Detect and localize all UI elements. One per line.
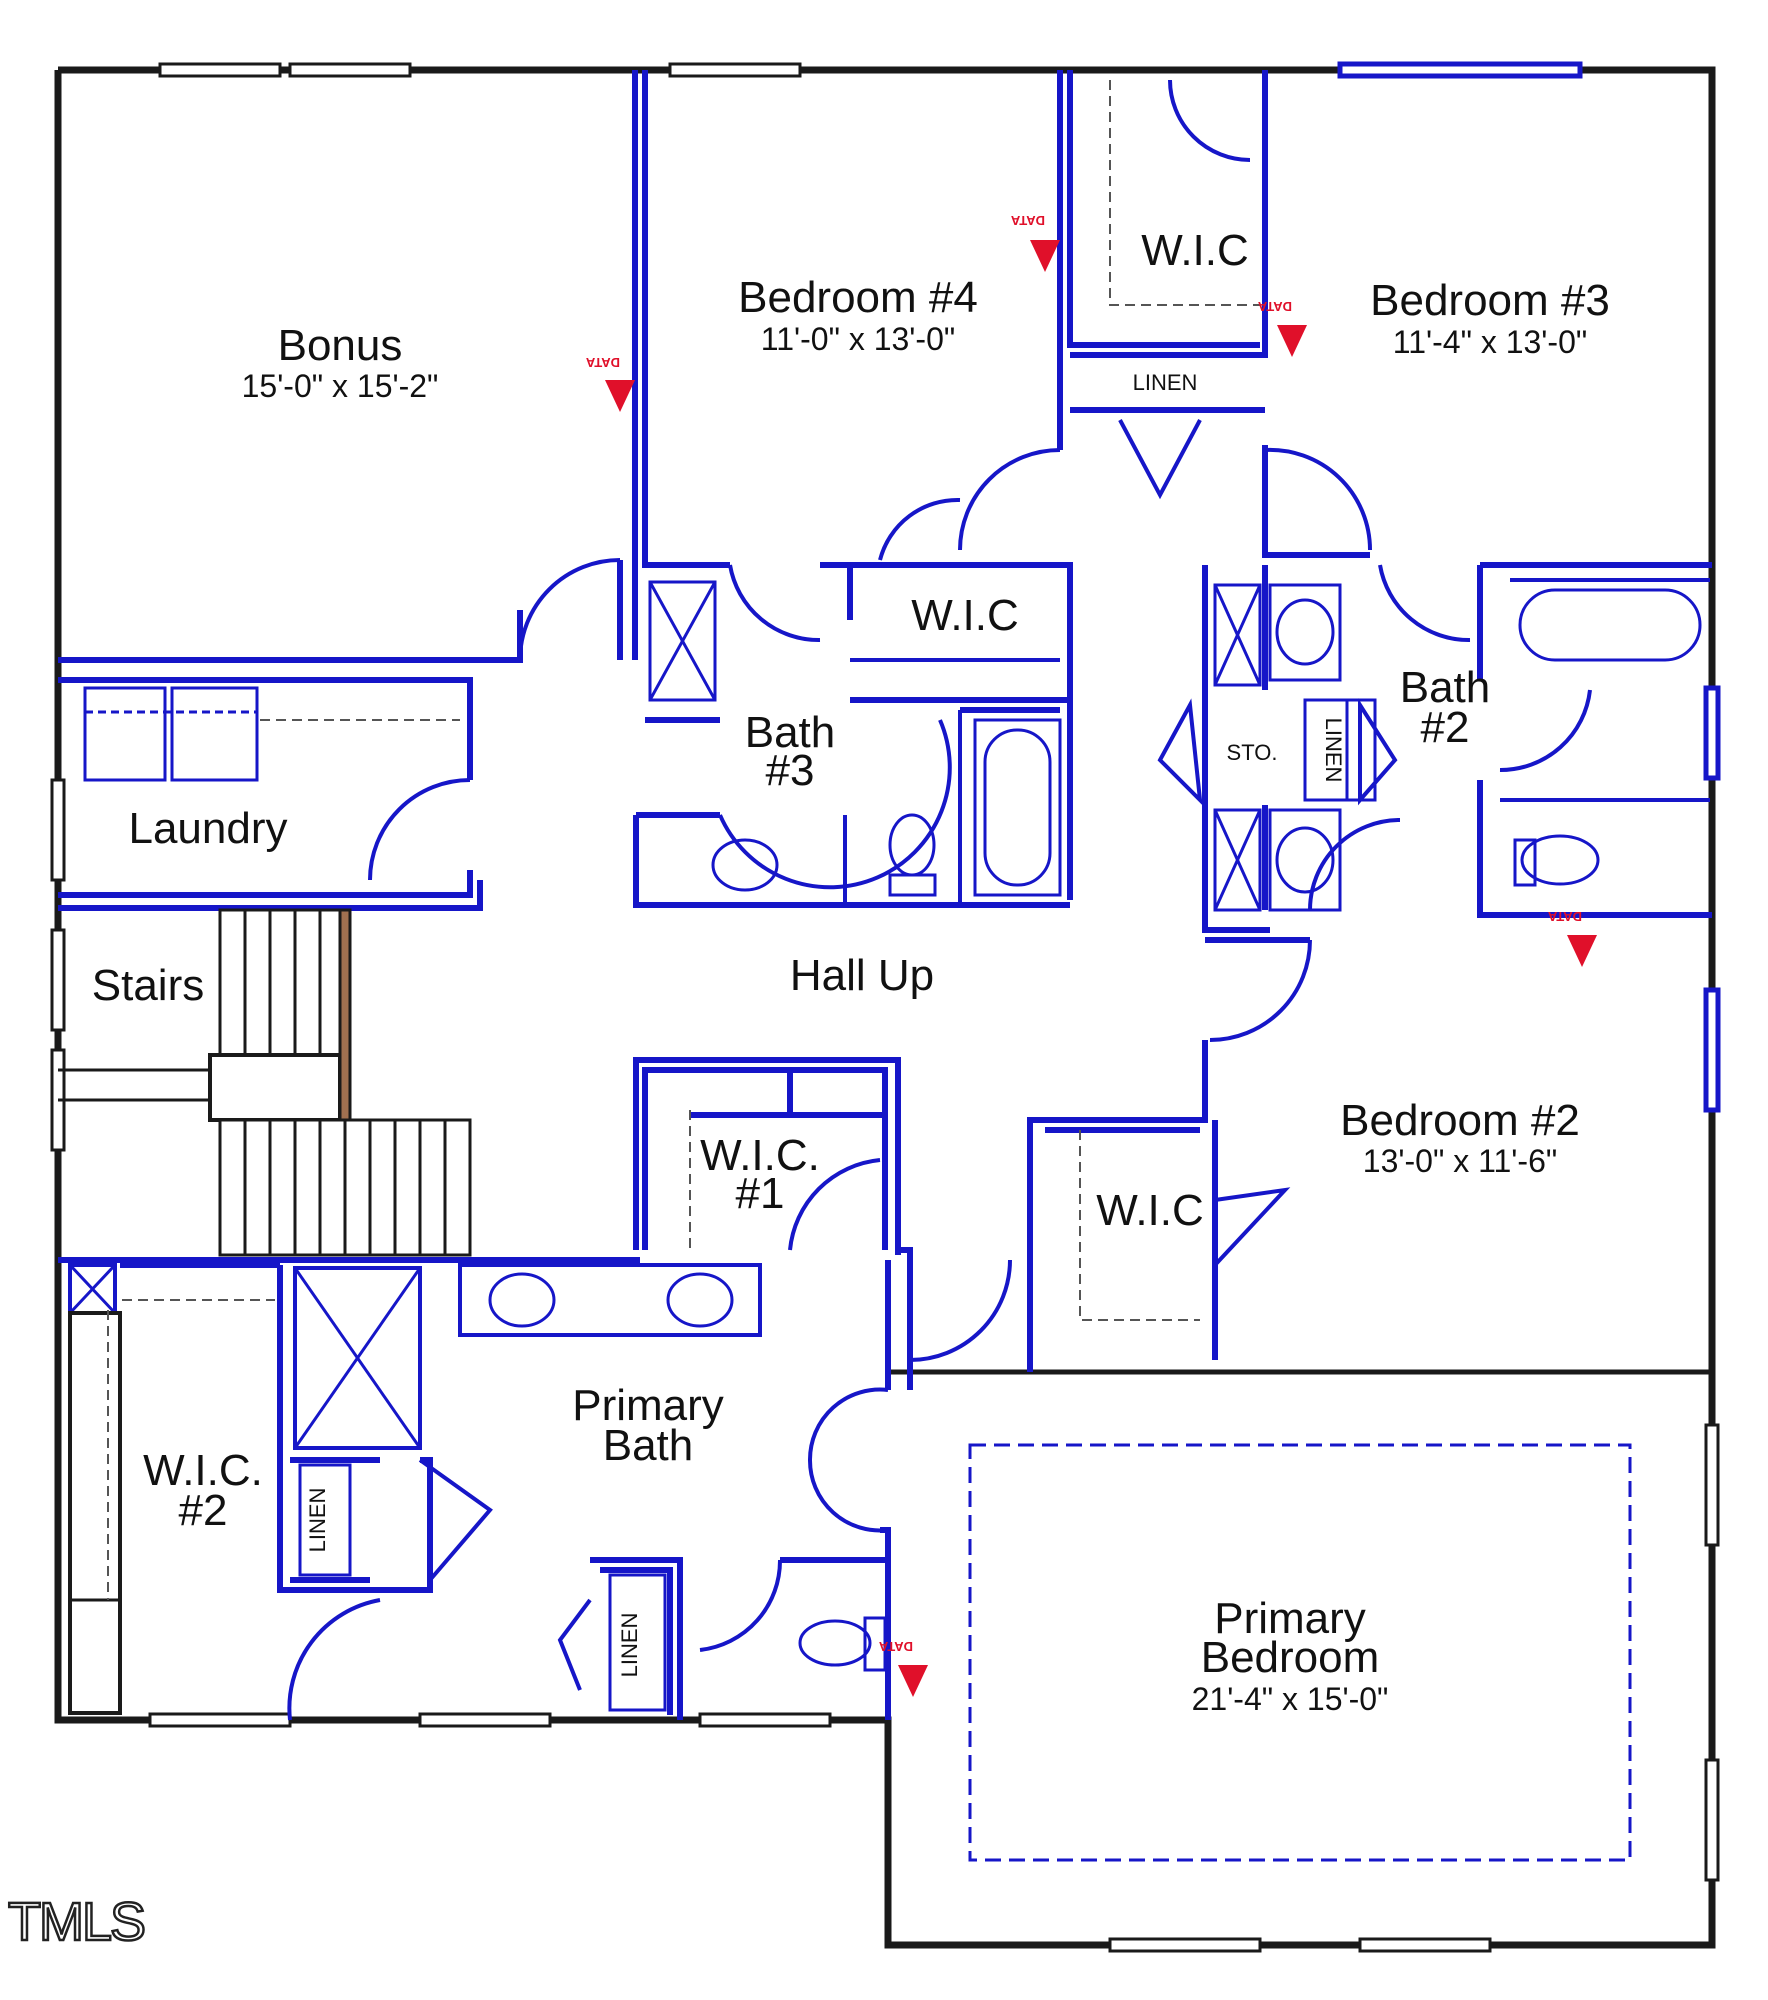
stairs	[58, 908, 472, 1257]
room-name-bath-2-line2: #2	[1421, 703, 1470, 752]
room-name-hall: Hall Up	[790, 951, 934, 1000]
room-name-bonus: Bonus	[278, 321, 403, 370]
data-markers: DATA DATA DATA DATA DATA	[585, 213, 1597, 1697]
room-name-wic-2-line1: W.I.C.	[143, 1446, 263, 1495]
closet-shelves	[107, 80, 1260, 1600]
data-marker-label: DATA	[878, 1639, 913, 1654]
data-marker	[898, 1665, 928, 1697]
room-dim-primary-bedroom: 21'-4" x 15'-0"	[1192, 1681, 1389, 1717]
room-name-primary-bedroom-line1: Primary	[1214, 1594, 1366, 1643]
room-dim-bedroom-3: 11'-4" x 13'-0"	[1393, 324, 1587, 360]
data-marker-label: DATA	[1010, 213, 1045, 228]
room-labels: Bonus 15'-0" x 15'-2" Bedroom #4 11'-0" …	[92, 226, 1610, 1717]
fixtures	[83, 580, 1702, 1712]
data-marker	[1277, 325, 1307, 357]
room-name-bath-3-line1: Bath	[745, 708, 836, 757]
room-name-primary-bath-line1: Primary	[572, 1381, 724, 1430]
doors	[287, 79, 1592, 1721]
closet-label-linen-top: LINEN	[1133, 370, 1198, 395]
room-name-laundry: Laundry	[128, 804, 287, 853]
data-marker-label: DATA	[1257, 299, 1292, 314]
watermark-logo: TMLS	[8, 1892, 144, 1952]
data-marker	[1030, 240, 1060, 272]
closet-label-linen-pbath-right: LINEN	[617, 1613, 642, 1678]
windows	[50, 62, 1720, 1953]
room-name-bedroom-3: Bedroom #3	[1370, 276, 1610, 325]
room-dim-bonus: 15'-0" x 15'-2"	[242, 368, 439, 404]
tray-ceiling-outline	[968, 1443, 1632, 1862]
data-marker-label: DATA	[585, 355, 620, 370]
room-name-bedroom-2: Bedroom #2	[1340, 1096, 1580, 1145]
room-dim-bedroom-4: 11'-0" x 13'-0"	[761, 321, 955, 357]
data-marker-label: DATA	[1547, 909, 1582, 924]
room-name-bath-2-line1: Bath	[1400, 663, 1491, 712]
room-name-wic-bed3: W.I.C	[1141, 226, 1249, 275]
room-name-wic-1-line2: #1	[736, 1169, 785, 1218]
room-name-primary-bedroom-line2: Bedroom	[1201, 1633, 1380, 1682]
room-dim-bedroom-2: 13'-0" x 11'-6"	[1363, 1143, 1557, 1179]
closet-label-linen-pbath-left: LINEN	[305, 1488, 330, 1553]
room-name-primary-bath-line2: Bath	[603, 1421, 694, 1470]
room-name-wic-2-line2: #2	[179, 1486, 228, 1535]
closet-label-sto: STO.	[1227, 740, 1278, 765]
data-marker	[605, 380, 635, 412]
interior-walls	[58, 70, 1712, 1720]
room-name-wic-bed2: W.I.C	[1096, 1186, 1204, 1235]
room-name-bedroom-4: Bedroom #4	[738, 273, 978, 322]
room-name-bath-3-line2: #3	[766, 746, 815, 795]
blue-windows	[1337, 61, 1721, 1113]
data-marker	[1567, 935, 1597, 967]
room-name-wic-1-line1: W.I.C.	[700, 1131, 820, 1180]
closet-labels: LINEN STO. LINEN LINEN LINEN	[305, 370, 1346, 1677]
room-name-wic-bed4: W.I.C	[911, 591, 1019, 640]
closet-label-linen-bath2: LINEN	[1321, 718, 1346, 783]
room-name-stairs: Stairs	[92, 961, 204, 1010]
